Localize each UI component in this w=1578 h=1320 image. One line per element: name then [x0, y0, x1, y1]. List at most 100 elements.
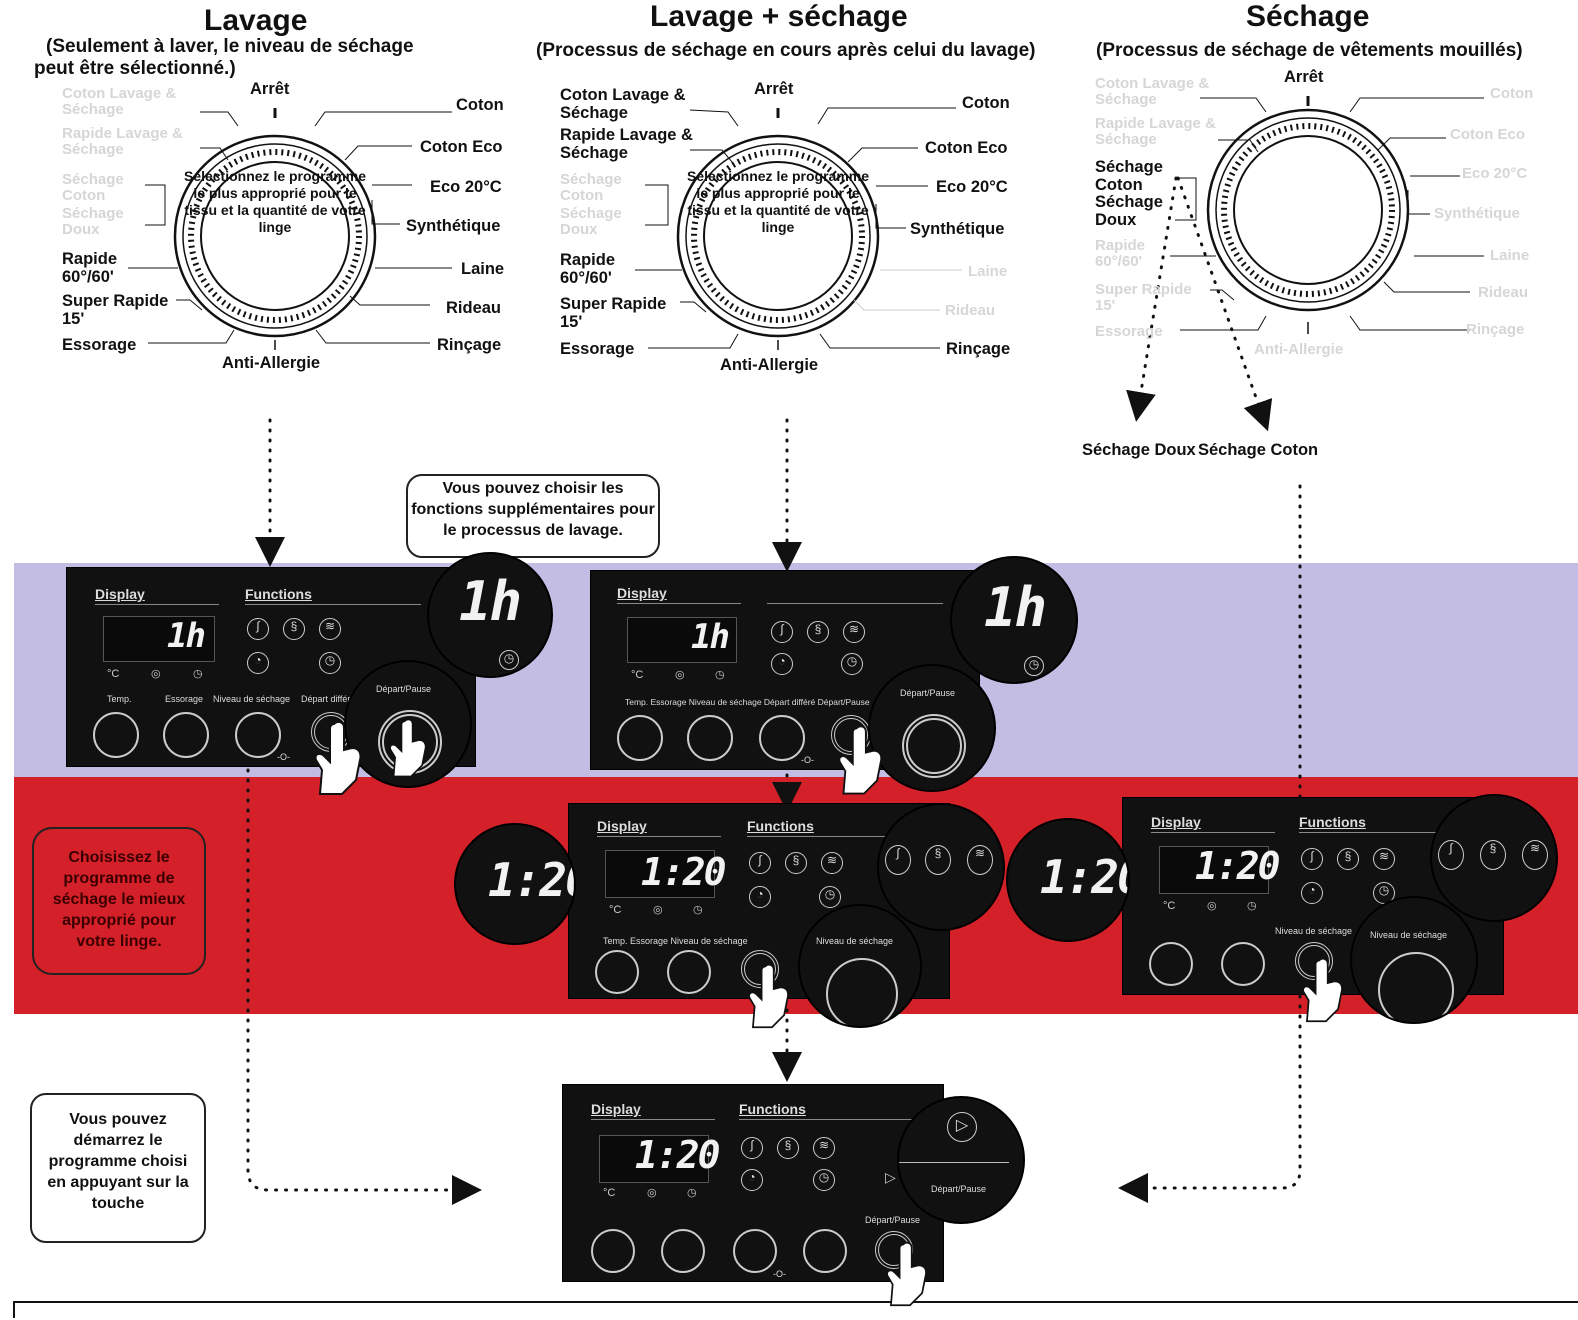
- depart-pause-button[interactable]: [902, 714, 966, 778]
- timer-icon: ◷: [499, 650, 519, 670]
- steam-1-icon: ∫: [741, 1137, 763, 1159]
- steam-3-icon: ≋: [319, 618, 341, 640]
- dial-lavage-faded-rapide-lavage: Rapide Lavage & Séchage: [62, 125, 183, 158]
- panel-lcd: [599, 1135, 709, 1183]
- temp-button[interactable]: [93, 712, 139, 758]
- dial-ls-top-label: Arrêt: [754, 80, 794, 98]
- niveau-sechage-button-zoom[interactable]: [1378, 952, 1454, 1022]
- zoom-niveau-sechage: Niveau de séchage: [798, 904, 922, 1028]
- dial-lavage-label-synthetique: Synthétique: [406, 217, 501, 235]
- essorage-button[interactable]: [163, 712, 209, 758]
- temp-button[interactable]: [1149, 942, 1193, 986]
- clock-icon: ◷: [1247, 900, 1257, 912]
- niveau-sechage-button[interactable]: [235, 712, 281, 758]
- zoom-functions: ∫ § ≋: [877, 803, 1005, 931]
- steam-2-icon: §: [777, 1137, 799, 1159]
- niveau-sechage-label: Niveau de séchage: [816, 936, 894, 946]
- celsius-icon: °C: [107, 668, 120, 680]
- timer-icon: ◷: [819, 886, 841, 908]
- panel-lcd-value: 1:20: [635, 1133, 721, 1177]
- dial-sechage-ring: [1170, 96, 1484, 334]
- steam-2-icon: §: [925, 845, 951, 875]
- depart-differe-button[interactable]: [803, 1229, 847, 1273]
- dial-lavage-sechage-ring: [635, 107, 962, 350]
- subtitle-sechage: (Processus de séchage de vêtements mouil…: [1096, 40, 1523, 61]
- child-lock-icon: ◔: [771, 653, 793, 675]
- dial-lavage-label-coton-eco: Coton Eco: [420, 138, 503, 156]
- temp-button[interactable]: [617, 715, 663, 761]
- depart-pause-label: Départ/Pause: [931, 1184, 987, 1194]
- temp-button[interactable]: [595, 950, 639, 994]
- arrow-label-sechage-coton: Séchage Coton: [1198, 441, 1319, 459]
- dial-ls-label-super-rapide: Super Rapide 15': [560, 295, 667, 331]
- spin-icon: ◎: [653, 904, 663, 916]
- steam-3-icon: ≋: [813, 1137, 835, 1159]
- steam-1-icon: ∫: [1438, 840, 1464, 870]
- steam-2-icon: §: [1480, 840, 1506, 870]
- essorage-button[interactable]: [1221, 942, 1265, 986]
- essorage-button[interactable]: [661, 1229, 705, 1273]
- panel-divider: [597, 836, 721, 837]
- depart-pause-label: Départ/Pause: [865, 1215, 921, 1225]
- steam-2-icon: §: [807, 621, 829, 643]
- celsius-icon: °C: [603, 1187, 616, 1199]
- celsius-icon: °C: [631, 669, 644, 681]
- celsius-icon: °C: [1163, 900, 1176, 912]
- panel-divider: [1151, 832, 1275, 833]
- dial-lavage-faded-coton-lavage: Coton Lavage & Séchage: [62, 85, 177, 118]
- dial-sechage-top-label: Arrêt: [1284, 68, 1324, 86]
- steam-3-icon: ≋: [967, 845, 993, 875]
- bottom-frame: [13, 1301, 1578, 1318]
- dial-sechage-faded-1: Rapide Lavage & Séchage: [1095, 115, 1216, 148]
- dial-sechage-faded-2: Rapide 60°/60': [1095, 237, 1146, 270]
- dial-ls-label-rapide-lavage: Rapide Lavage & Séchage: [560, 126, 693, 162]
- dial-ls-label-rincage: Rinçage: [946, 340, 1011, 358]
- temp-button[interactable]: [591, 1229, 635, 1273]
- hand-icon: [1302, 957, 1343, 1023]
- dial-sechage-label-sechage-doux: Séchage Doux: [1095, 193, 1163, 229]
- zoom-lcd-value: 1h: [984, 576, 1047, 639]
- zoom-depart-pause: Départ/Pause: [868, 664, 996, 792]
- niveau-sechage-button[interactable]: [741, 950, 779, 988]
- dial-sechage-faded-6: Coton: [1490, 85, 1534, 102]
- panel-divider: [95, 604, 219, 605]
- dial-sechage-faded-0: Coton Lavage & Séchage: [1095, 75, 1210, 108]
- dial-ls-label-coton: Coton: [962, 94, 1010, 112]
- dial-ls-bottom-label: Anti-Allergie: [720, 356, 819, 374]
- dial-lavage-label-rapide: Rapide 60°/60': [62, 250, 118, 286]
- dial-ls-center-text: Sélectionnez le programme le plus approp…: [686, 168, 870, 235]
- steam-2-icon: §: [785, 852, 807, 874]
- panel-lcd-value: 1:20: [1195, 844, 1281, 888]
- steam-2-icon: §: [1337, 848, 1359, 870]
- panel-display-label: Display: [617, 585, 667, 601]
- btn-essorage-label: Essorage: [165, 694, 204, 704]
- niveau-sechage-button-zoom[interactable]: [826, 958, 898, 1026]
- steam-1-icon: ∫: [1301, 848, 1323, 870]
- essorage-button[interactable]: [687, 715, 733, 761]
- panel-divider: [245, 604, 421, 605]
- callout-start: Vous pouvez démarrez le programme choisi…: [30, 1093, 206, 1243]
- panel-lcd-value: 1h: [691, 617, 730, 657]
- dial-sechage-faded-5: Anti-Allergie: [1254, 341, 1344, 358]
- niveau-sechage-label: Niveau de séchage: [1275, 926, 1353, 936]
- subtitle-lavage-1: (Seulement à laver, le niveau de séchage: [46, 36, 414, 57]
- flow-arrow-sechage-to-start: [1118, 484, 1302, 1203]
- niveau-sechage-button[interactable]: [733, 1229, 777, 1273]
- essorage-button[interactable]: [667, 950, 711, 994]
- celsius-icon: °C: [609, 904, 622, 916]
- dial-sechage-faded-11: Rideau: [1478, 284, 1529, 301]
- niveau-sechage-button[interactable]: [1295, 942, 1333, 980]
- key-lock-icon: -O-: [773, 1269, 786, 1279]
- dial-lavage-top-label: Arrêt: [250, 80, 290, 98]
- niveau-sechage-button[interactable]: [759, 715, 805, 761]
- panel-lcd: [1159, 846, 1269, 894]
- dial-ls-label-rapide: Rapide 60°/60': [560, 251, 616, 287]
- dial-ls-faded-rideau: Rideau: [945, 302, 996, 319]
- dial-ls-faded-laine: Laine: [968, 263, 1008, 280]
- dial-lavage-label-eco20: Eco 20°C: [430, 178, 502, 196]
- steam-3-icon: ≋: [1522, 840, 1548, 870]
- panel-lcd: [627, 617, 737, 663]
- zoom-display-120: 1:20: [454, 823, 576, 945]
